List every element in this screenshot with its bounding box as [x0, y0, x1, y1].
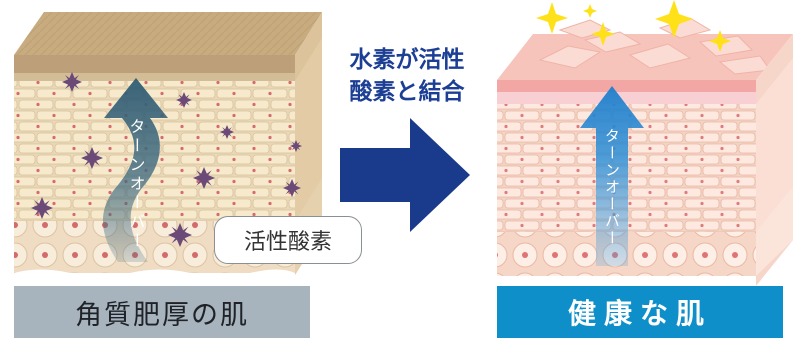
left-turnover-arrow: ターンオーバー	[102, 78, 168, 262]
center-caption: 水素が活性 酸素と結合	[322, 44, 492, 108]
center-caption-line2: 酸素と結合	[349, 79, 465, 105]
free-radical-callout: 活性酸素	[214, 216, 362, 264]
left-arrow-label: ターンオーバー	[127, 118, 146, 251]
free-radical-particles	[31, 72, 302, 247]
right-arrow-label: ターンオーバー	[603, 128, 621, 247]
left-caption: 角質肥厚の肌	[14, 286, 310, 338]
sparkle-icons	[536, 0, 731, 52]
right-turnover-arrow: ターンオーバー	[580, 86, 644, 266]
right-skin-block	[497, 17, 793, 286]
right-caption: 健康な肌	[497, 286, 783, 338]
center-caption-line1: 水素が活性	[349, 47, 465, 73]
center-arrow	[340, 118, 470, 232]
